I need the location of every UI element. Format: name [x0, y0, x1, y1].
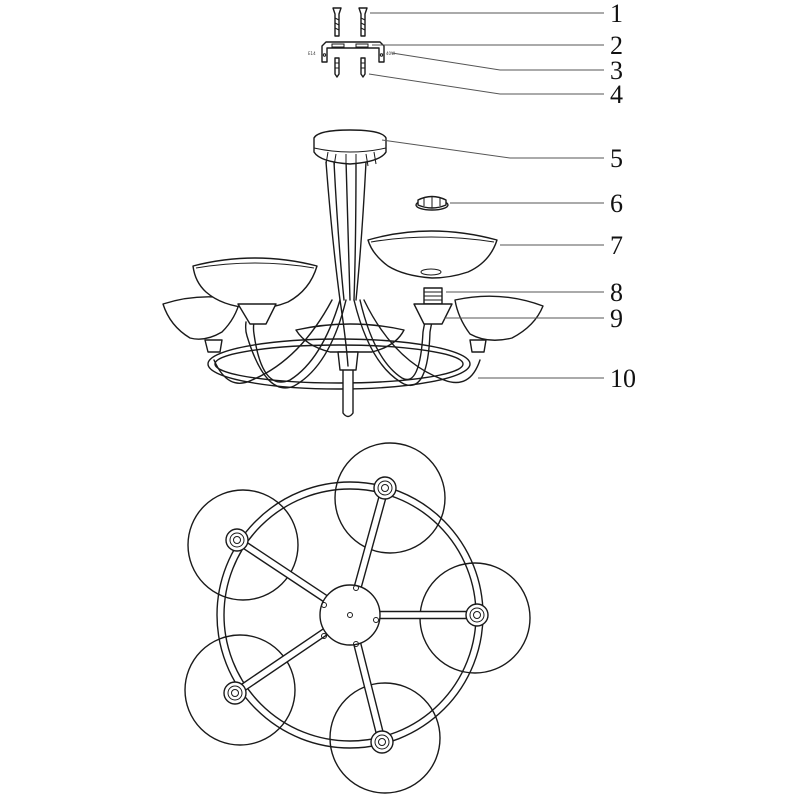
callout-8: 8 — [610, 278, 623, 307]
top-socket-inner-5 — [229, 532, 245, 548]
top-socket-core-4 — [231, 689, 239, 697]
wall-plug-right — [360, 57, 366, 78]
top-socket-inner-1 — [377, 480, 393, 496]
bracket-label-right: 40W — [386, 51, 395, 56]
center-drop — [342, 364, 354, 418]
top-hub-screw-5 — [353, 641, 359, 647]
callout-3: 3 — [610, 56, 623, 85]
top-hub-screw-2 — [373, 617, 379, 623]
screw-left — [332, 7, 342, 37]
top-hub-screw-1 — [321, 602, 327, 608]
glass-shade-exploded — [367, 230, 498, 279]
wall-plug-left — [334, 57, 340, 78]
top-hub-screw-3 — [353, 585, 359, 591]
callout-leaders — [368, 12, 604, 379]
socket-cup-left — [237, 303, 277, 325]
arms — [213, 299, 481, 389]
frame-ring — [207, 338, 471, 390]
bracket-label-left: E14 — [308, 51, 316, 56]
top-socket-2 — [465, 603, 489, 627]
top-socket-3 — [370, 730, 394, 754]
screw-right — [358, 7, 368, 37]
top-socket-inner-3 — [374, 734, 390, 750]
top-hub-center-dot — [347, 612, 353, 618]
top-socket-core-5 — [233, 536, 241, 544]
callout-7: 7 — [610, 231, 623, 260]
callout-10: 10 — [610, 364, 636, 393]
top-socket-inner-2 — [469, 607, 485, 623]
top-socket-1 — [373, 476, 397, 500]
cup-back-left — [204, 339, 223, 353]
mounting-bracket: E14 40W — [308, 41, 395, 63]
callout-4: 4 — [610, 80, 623, 109]
mounting-hardware: E14 40W — [308, 7, 395, 78]
top-socket-core-3 — [378, 738, 386, 746]
shade-ring-nut — [415, 195, 449, 211]
top-arm-2 — [369, 610, 468, 620]
chandelier-side-view — [162, 129, 544, 418]
top-socket-inner-4 — [227, 685, 243, 701]
callout-6: 6 — [610, 189, 623, 218]
top-socket-core-2 — [473, 611, 481, 619]
top-socket-4 — [223, 681, 247, 705]
chandelier-top-view — [184, 442, 531, 794]
top-hub-screw-4 — [321, 633, 327, 639]
lamp-socket — [413, 287, 453, 325]
callout-9: 9 — [610, 304, 623, 333]
callout-5: 5 — [610, 144, 623, 173]
shade-front-left — [192, 257, 318, 310]
ceiling-canopy — [313, 129, 387, 168]
top-socket-core-1 — [381, 484, 389, 492]
callout-1: 1 — [610, 0, 623, 28]
callout-2: 2 — [610, 31, 623, 60]
stem-bundle — [325, 159, 367, 367]
top-socket-5 — [225, 528, 249, 552]
cup-back-right — [469, 339, 487, 353]
callout-labels: 1 2 3 4 5 6 7 8 9 10 — [610, 0, 636, 393]
top-hub — [319, 584, 381, 646]
